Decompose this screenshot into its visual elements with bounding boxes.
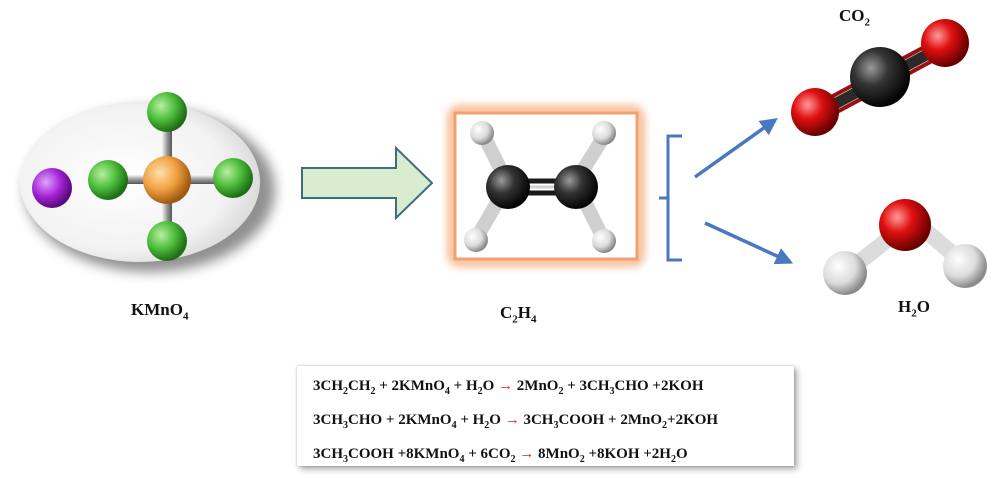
eq-text: COOH +8KMnO [348,446,460,462]
bond-bottom [162,198,172,238]
equation-box: 3CH2CH2 + 2KMnO4 + H2O → 2MnO2 + 3CH3CHO… [297,366,794,466]
eq-subscript: 2 [670,454,676,465]
kmno4-molecule [20,92,275,272]
oxygen-atom-left [88,160,128,200]
eq-text: O [489,412,505,428]
eq-subscript: 4 [451,420,457,431]
hydrogen-atom-2 [592,121,616,145]
eq-text: 8MnO [534,446,580,462]
reaction-arrow-icon: → [498,378,514,394]
hydrogen-atom-h2o-right [943,244,987,288]
eq-text: CHO + 2KMnO [348,412,452,428]
bond-right [186,175,222,184]
eq-text: + H [456,412,485,428]
ethylene-molecule [447,105,645,267]
oxygen-atom-bottom [147,221,187,261]
eq-subscript: 2 [484,420,490,431]
eq-text: O [482,378,499,394]
eq-subscript: 3 [609,386,615,397]
eq-subscript: 2 [477,386,483,397]
c2h4-label: C2H4 [500,303,537,326]
eq-subscript: 2 [343,386,348,397]
branch-bracket [666,134,682,262]
oxygen-atom-co2-right [921,19,969,67]
potassium-atom [32,168,72,208]
hydrogen-atom-h2o-left [823,251,867,295]
eq-subscript: 2 [579,454,585,465]
carbon-atom-2 [554,165,598,209]
eq-text: 3CH [313,378,343,394]
eq-text: + H [449,378,478,394]
carbon-atom-1 [486,165,530,209]
reaction-arrow-icon: → [504,412,520,428]
hydrogen-atom-1 [470,121,494,145]
eq-text: 3CH [519,412,554,428]
reaction-arrow-icon: → [519,446,535,462]
eq-subscript: 2 [370,386,376,397]
h2o-label: H2O [898,297,930,320]
highlight-glow [447,105,645,267]
eq-subscript: 3 [343,454,348,465]
eq-text: CH [348,378,371,394]
flow-arrow [301,145,434,221]
oxygen-atom-co2-left [791,88,839,136]
equation-2: 3CH3CHO + 2KMnO4 + H2O → 3CH3COOH + 2MnO… [313,406,794,440]
bond-top [162,122,172,162]
eq-subscript: 4 [459,454,465,465]
eq-text: COOH + 2MnO [558,412,663,428]
bond-left [118,175,148,184]
eq-text: + 6CO [464,446,511,462]
kmno4-label: KMnO4 [131,300,189,323]
eq-text: +8KOH +2H [584,446,671,462]
eq-text: 2MnO [513,378,559,394]
eq-text: CHO +2KOH [614,378,704,394]
oxygen-atom-right [213,158,253,198]
eq-text: +2KOH [667,412,719,428]
eq-subscript: 2 [558,386,564,397]
hydrogen-atom-3 [464,228,488,252]
eq-subscript: 2 [510,454,516,465]
eq-text: 3CH [313,412,343,428]
h2o-molecule [823,199,987,295]
eq-subscript: 2 [662,420,668,431]
branch-arrow-h2o [704,221,794,265]
eq-subscript: 4 [444,386,450,397]
equation-1: 3CH2CH2 + 2KMnO4 + H2O → 2MnO2 + 3CH3CHO… [313,372,794,406]
eq-text: 3CH [313,446,343,462]
eq-subscript: 3 [343,420,348,431]
oxygen-atom-top [147,92,187,132]
co2-molecule [791,19,969,136]
hydrogen-atom-4 [592,229,616,253]
eq-text: + 3CH [563,378,610,394]
branch-arrow-co2 [693,117,778,179]
eq-text: O [675,446,688,462]
oxygen-atom-h2o [879,199,931,251]
eq-subscript: 3 [553,420,559,431]
manganese-atom [143,156,191,204]
eq-text: + 2KMnO [375,378,445,394]
carbon-atom-co2 [850,47,910,107]
equation-3: 3CH3COOH +8KMnO4 + 6CO2 → 8MnO2 +8KOH +2… [313,440,794,474]
co2-label: CO2 [839,6,870,29]
